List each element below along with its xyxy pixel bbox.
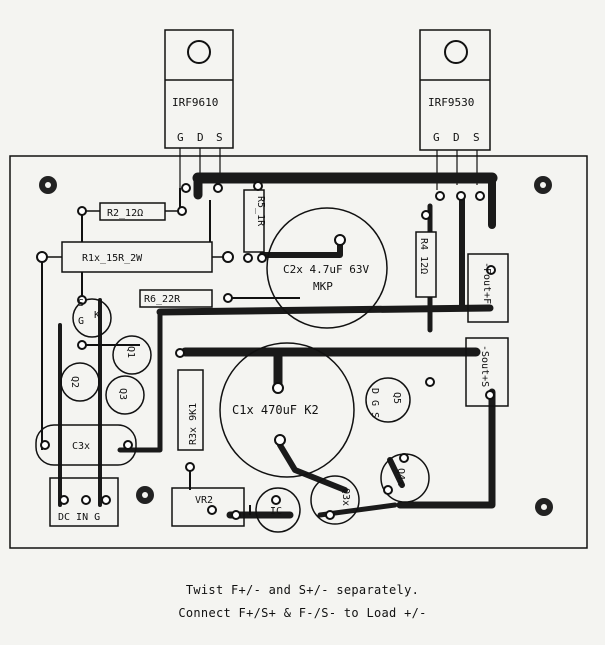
transistor-right-pin-s: S: [473, 131, 480, 144]
transistor-q4x-label: Q4x: [395, 468, 406, 486]
transistor-right-pin-d: D: [453, 131, 460, 144]
resistor-r6: [139, 289, 233, 308]
resistor-r3: [177, 369, 204, 472]
connector-dc-in-label: DC IN G: [58, 512, 100, 523]
transistor-right-package: [419, 29, 491, 190]
transistor-right-pin-g: G: [433, 131, 440, 144]
capacitor-c1: [219, 342, 355, 478]
trimmer-vr2-label: VR2: [195, 495, 213, 506]
q1-pin-g: G: [78, 316, 84, 327]
resistor-r2-label: R2_12Ω: [107, 208, 143, 219]
resistor-r2: [77, 202, 187, 221]
capacitor-c2: [266, 207, 388, 329]
resistor-r3-label: R3x 9K1: [188, 403, 199, 445]
resistor-r6-label: R6_22R: [144, 294, 181, 305]
transistor-q5-label: Q5: [391, 392, 402, 404]
connector-fout-label: -Fout+F: [481, 262, 492, 304]
resistor-r5: [243, 181, 265, 263]
resistor-r1-label: R1x_15R_2W: [82, 253, 143, 264]
transistor-left-pin-d: D: [197, 131, 204, 144]
mounting-holes: [39, 176, 553, 516]
capacitor-c2-type: MKP: [313, 280, 333, 293]
transistor-q1-label: Q1: [125, 346, 136, 358]
caption-line-2: Connect F+/S+ & F-/S- to Load +/-: [178, 606, 427, 620]
caption-line-1: Twist F+/- and S+/- separately.: [185, 583, 420, 597]
resistor-r5-label: R5_1R: [255, 196, 266, 227]
transistor-left-label: IRF9610: [172, 96, 218, 109]
capacitor-c3-label: C3x: [72, 441, 90, 452]
q1-pin-k: K: [94, 310, 100, 321]
transistor-left-pin-s: S: [216, 131, 223, 144]
transistor-q3x-label: Q3x: [340, 488, 351, 506]
capacitor-c2-label: C2x 4.7uF 63V: [283, 263, 369, 276]
connector-sout-label: -Sout+S: [479, 345, 490, 387]
q1-pin-s: S: [78, 298, 84, 309]
transistor-left-pin-g: G: [177, 131, 184, 144]
connector-fout-box: [467, 253, 509, 323]
transistor-left-package: [164, 29, 234, 190]
connector-dc-in-box: [49, 477, 119, 527]
connector-sout-box: [465, 337, 509, 407]
capacitor-c1-label: C1x 470uF K2: [232, 403, 319, 417]
transistor-q3-label: Q3: [117, 388, 128, 400]
trimmer-vr2-box: [171, 487, 245, 527]
ic-label: IC: [270, 506, 282, 517]
transistor-q5-pins: D G S: [369, 388, 380, 418]
resistor-r4-label: R4 12Ω: [418, 238, 429, 274]
resistor-r4: [415, 210, 437, 298]
transistor-q2-label: Q2: [69, 376, 80, 388]
solder-pads: [77, 183, 485, 520]
transistor-right-label: IRF9530: [428, 96, 474, 109]
pcb-board-outline: [9, 155, 588, 549]
capacitor-c3: [35, 424, 137, 466]
resistor-r1: [36, 241, 234, 273]
